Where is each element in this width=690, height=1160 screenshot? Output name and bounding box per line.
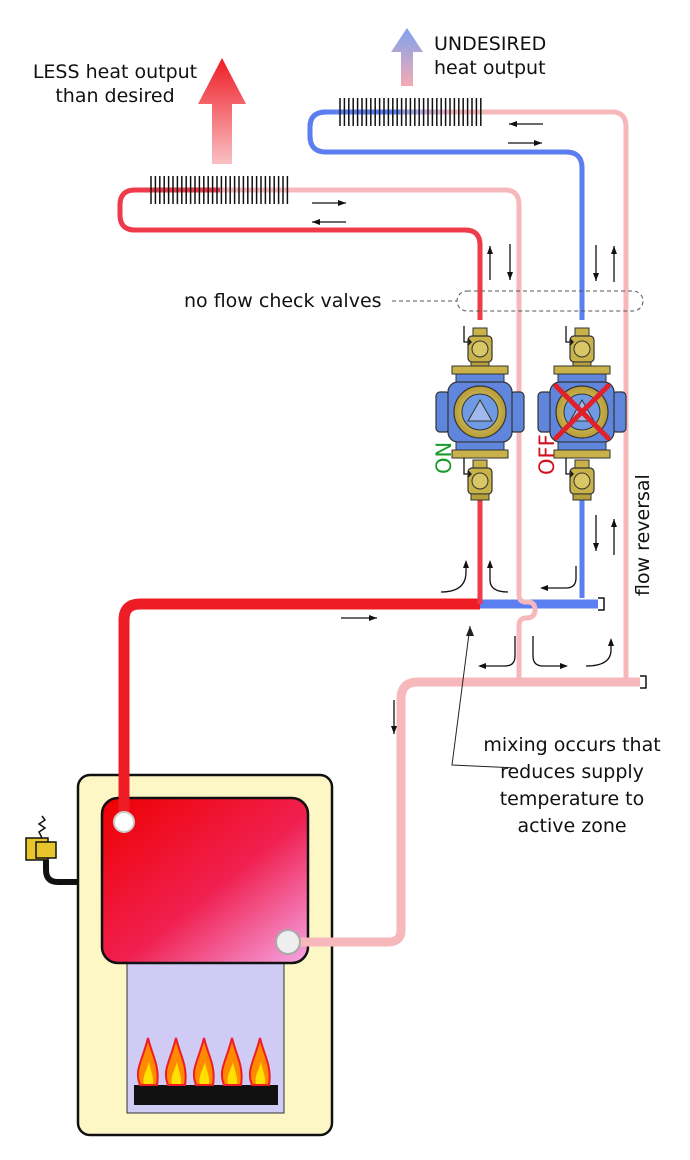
undesired-line1: UNDESIRED: [434, 33, 547, 55]
circulator-pump-icon: [435, 381, 525, 443]
flame-icon: [143, 1062, 154, 1084]
flow-arrow-icon: [312, 219, 346, 225]
check-valve-icon: [565, 458, 595, 501]
flange: [557, 373, 607, 383]
flame-icon: [248, 1037, 271, 1086]
flange: [451, 449, 509, 459]
burner-flames: [136, 1037, 271, 1086]
flow-arrow-icon: [440, 560, 469, 593]
flow-arrow-icon: [487, 560, 509, 593]
flow-arrow-icon: [611, 246, 617, 282]
relief-valve-icon: [25, 815, 78, 885]
flange: [455, 441, 505, 451]
flame-icon: [220, 1037, 243, 1086]
flame-icon: [192, 1037, 215, 1086]
boiler: [25, 773, 334, 1137]
flame-icon: [136, 1037, 159, 1086]
check-valve-icon: [463, 326, 493, 369]
supply-port: [113, 811, 135, 833]
piping: [117, 109, 647, 947]
arrow-up-icon: [391, 28, 423, 86]
flow-arrow-icon: [508, 140, 542, 146]
x-mark-icon: [553, 383, 611, 441]
undesired-label: UNDESIRED heat output: [434, 32, 546, 80]
return-port: [275, 929, 301, 955]
flow-arrow-icon: [478, 636, 516, 669]
less-heat-line2: than desired: [55, 85, 175, 107]
check-valves-label: no flow check valves: [184, 290, 382, 312]
flow-arrow-icon: [540, 566, 577, 591]
mixing-leader-line: [451, 625, 517, 769]
flange: [553, 449, 611, 459]
flame-icon: [255, 1062, 266, 1084]
flow-arrow-icon: [312, 200, 346, 206]
less-heat-label: LESS heat output than desired: [20, 60, 210, 108]
mixing-line1: mixing occurs that: [483, 734, 661, 756]
flow-arrow-icon: [341, 615, 377, 621]
flow-arrow-icon: [593, 515, 599, 551]
flame-icon: [199, 1062, 210, 1084]
undesired-line2: heat output: [434, 57, 546, 79]
flow-arrow-icon: [611, 519, 617, 555]
flow-arrow-icon: [391, 700, 397, 734]
pump-off-label: OFF: [535, 434, 559, 475]
check-valve-icon: [565, 326, 595, 369]
flow-arrow-icon: [509, 121, 543, 127]
flow-arrow-icon: [593, 245, 599, 281]
mixing-line2: reduces supply: [500, 761, 644, 783]
baseboard-fins-zone2: [339, 98, 482, 126]
less-heat-line1: LESS heat output: [32, 61, 198, 83]
mixing-label: mixing occurs that reduces supply temper…: [474, 732, 670, 840]
flame-icon: [164, 1037, 187, 1086]
circulator-on: [435, 326, 525, 501]
pump-on-label: ON: [432, 441, 456, 474]
flow-arrow-icon: [532, 636, 568, 669]
flange: [451, 365, 509, 375]
check-valve-icon: [463, 458, 493, 501]
flow-reversal-label: flow reversal: [632, 474, 654, 596]
flange: [557, 441, 607, 451]
heat-exchanger: [100, 796, 310, 965]
flame-icon: [227, 1062, 238, 1084]
flow-arrow-icon: [585, 638, 614, 667]
check-valve-callout-box: [456, 290, 644, 312]
mixing-line3: temperature to: [499, 788, 645, 810]
baseboard-fins-zone1: [150, 176, 289, 204]
flow-arrow-icon: [487, 246, 493, 280]
flange: [455, 373, 505, 383]
flame-icon: [171, 1062, 182, 1084]
supply-pipe: [118, 598, 480, 822]
flow-arrow-icon: [507, 244, 513, 280]
burner-bar: [134, 1085, 278, 1105]
return-pipe: [290, 677, 640, 947]
arrow-up-icon: [198, 58, 246, 164]
circulator-off: [537, 326, 627, 501]
flange: [553, 365, 611, 375]
flow-arrows: [312, 121, 617, 734]
mixing-line4: active zone: [517, 815, 627, 837]
